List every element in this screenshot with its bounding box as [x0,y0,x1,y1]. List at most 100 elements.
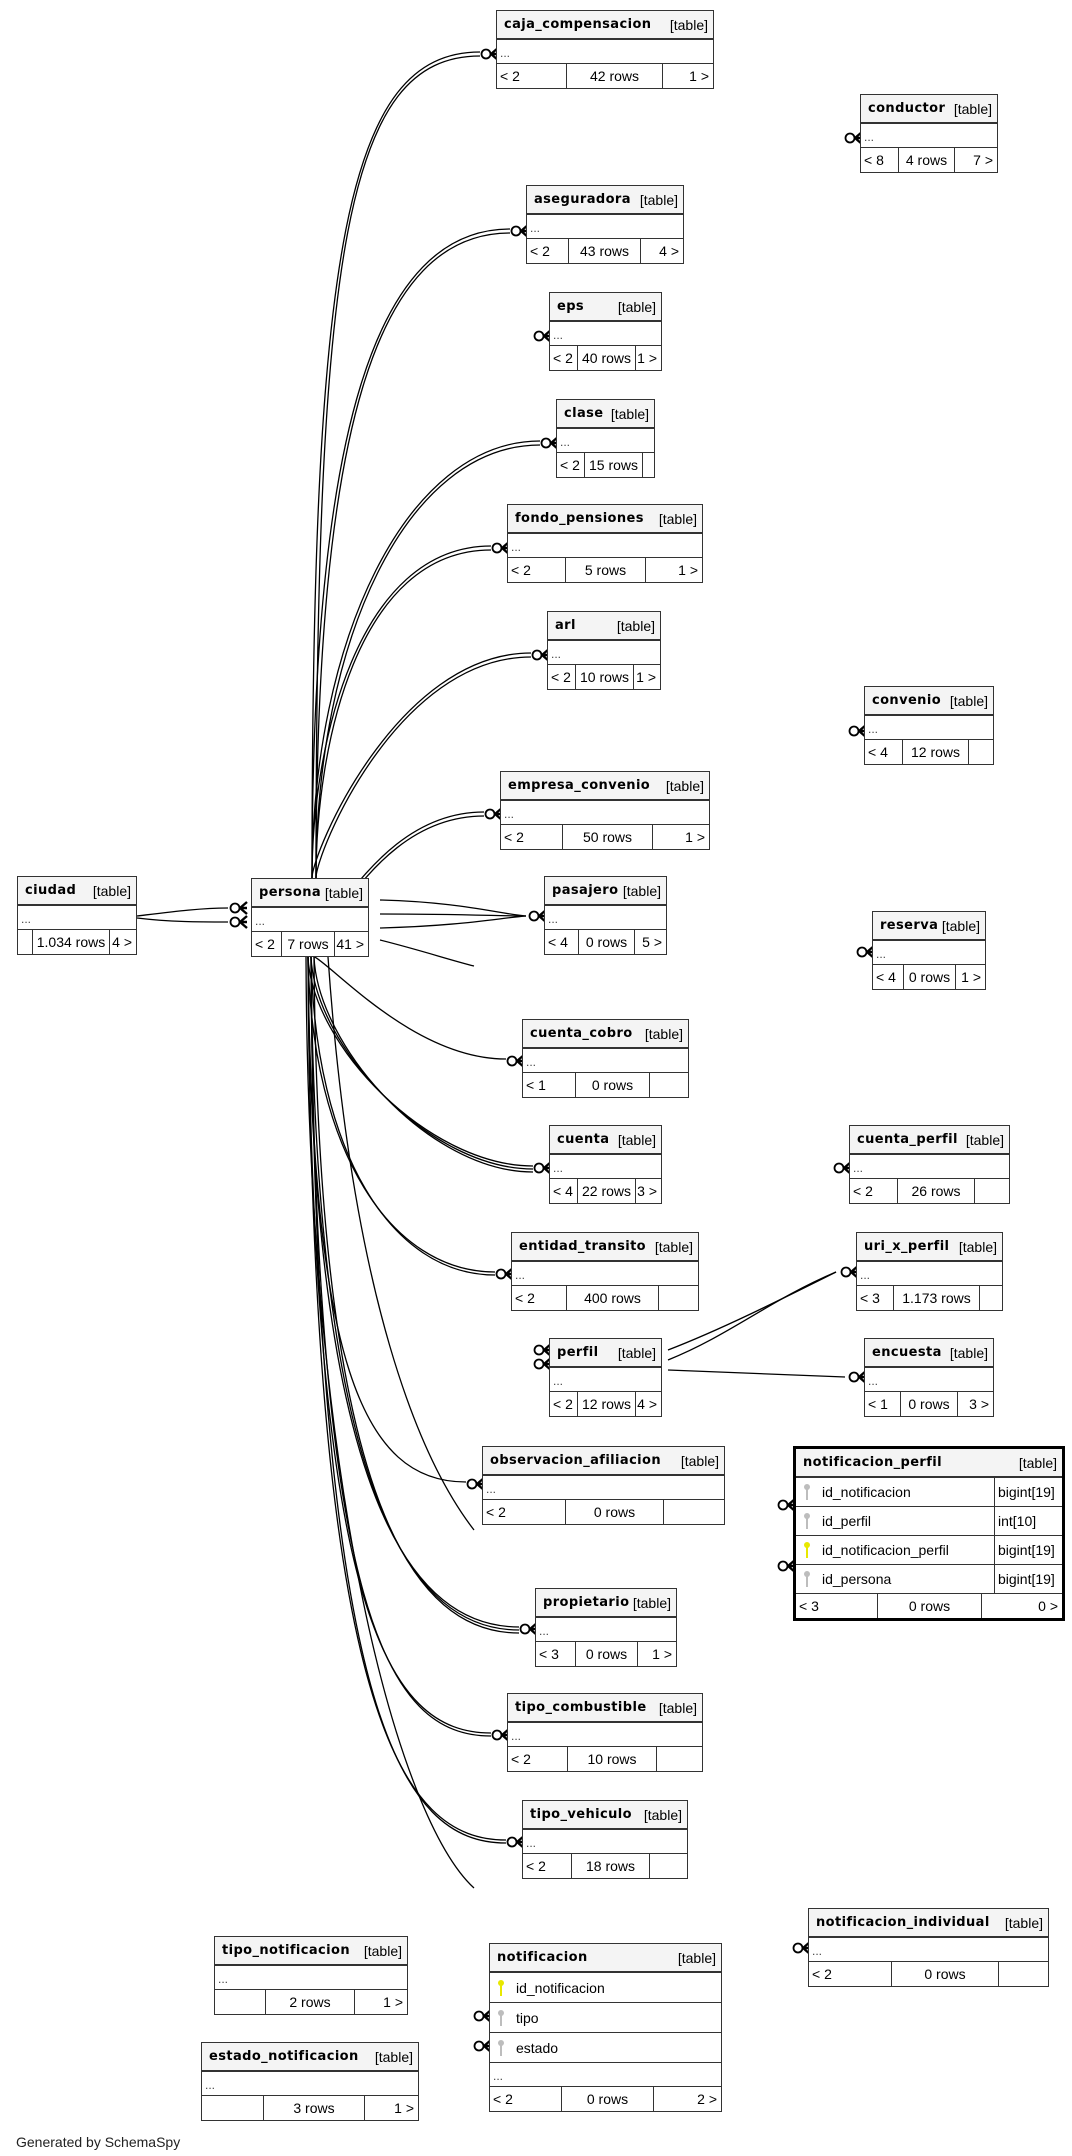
parents-link[interactable]: < 2 [252,932,282,956]
table-header[interactable]: fondo_pensiones[table] [508,505,702,534]
table-header[interactable]: ciudad[table] [18,877,136,906]
table-header[interactable]: uri_x_perfil[table] [857,1233,1002,1262]
children-link[interactable]: 0 > [1038,1598,1058,1614]
children-link[interactable]: 4 > [659,243,679,259]
parents-link[interactable]: < 2 [501,825,563,849]
table-header[interactable]: entidad_transito[table] [512,1233,698,1262]
table-name[interactable]: tipo_combustible [515,1700,647,1715]
table-name[interactable]: notificacion_individual [816,1915,990,1930]
children-link[interactable] [659,1286,698,1310]
table-header[interactable]: pasajero[table] [545,877,666,906]
parents-link[interactable]: < 2 [512,1286,567,1310]
table-name[interactable]: fondo_pensiones [515,511,644,526]
children-link[interactable]: 1 > [961,969,981,985]
column-row[interactable]: tipo [490,2003,721,2033]
children-link[interactable] [650,1854,687,1878]
parents-link[interactable]: < 8 [861,148,899,172]
children-link[interactable] [650,1073,688,1097]
parents-link[interactable] [215,1990,266,2014]
table-name[interactable]: encuesta [872,1345,942,1360]
table-header[interactable]: convenio[table] [865,687,993,716]
table-header[interactable]: cuenta_perfil[table] [850,1126,1009,1155]
table-header[interactable]: propietario[table] [536,1589,676,1618]
children-link[interactable]: 1 > [652,1646,672,1662]
children-link[interactable] [975,1179,1009,1203]
parents-link[interactable]: < 4 [873,965,904,989]
parents-link[interactable]: < 2 [550,346,578,370]
table-header[interactable]: notificacion_perfil [table] [796,1449,1062,1478]
table-name[interactable]: persona [259,885,322,900]
table-header[interactable]: perfil[table] [550,1339,661,1368]
table-name[interactable]: arl [555,618,576,633]
table-notificacion[interactable]: notificacion [table] id_notificacion tip… [489,1943,722,2112]
parents-link[interactable]: < 2 [809,1962,892,1986]
children-link[interactable]: 1 > [689,68,709,84]
children-link[interactable] [643,453,654,477]
column-row[interactable]: id_notificacion [490,1973,721,2003]
parents-link[interactable]: < 2 [497,64,567,88]
children-link[interactable]: 1 > [637,350,657,366]
table-name[interactable]: entidad_transito [519,1239,647,1254]
children-link[interactable]: 3 > [637,1183,657,1199]
parents-link[interactable]: < 4 [545,930,579,954]
parents-link[interactable]: < 2 [548,665,576,689]
table-header[interactable]: observacion_afiliacion[table] [483,1447,724,1476]
table-header[interactable]: arl[table] [548,612,660,641]
table-name[interactable]: conductor [868,101,946,116]
parents-link[interactable]: < 2 [557,453,585,477]
children-link[interactable]: 7 > [973,152,993,168]
column-row[interactable]: id_persona bigint[19] [796,1565,1062,1594]
children-link[interactable]: 2 > [697,2091,717,2107]
table-name[interactable]: empresa_convenio [508,778,651,793]
table-header[interactable]: empresa_convenio[table] [501,772,709,801]
parents-link[interactable]: < 3 [536,1642,576,1666]
parents-link[interactable]: < 2 [527,239,569,263]
table-header[interactable]: tipo_combustible[table] [508,1694,702,1723]
children-link[interactable]: 5 > [642,934,662,950]
table-header[interactable]: tipo_notificacion[table] [215,1937,407,1966]
parents-link[interactable]: < 3 [857,1286,894,1310]
parents-link[interactable]: < 2 [508,558,566,582]
table-header[interactable]: cuenta_cobro[table] [523,1020,688,1049]
column-row[interactable]: id_notificacion_perfil bigint[19] [796,1536,1062,1565]
table-name[interactable]: caja_compensacion [504,17,652,32]
table-header[interactable]: aseguradora[table] [527,186,683,215]
children-link[interactable]: 1 > [678,562,698,578]
parents-link[interactable] [202,2096,264,2120]
table-name[interactable]: notificacion_perfil [803,1455,942,1470]
table-header[interactable]: tipo_vehiculo[table] [523,1801,687,1830]
parents-link[interactable]: < 2 [483,1500,566,1524]
parents-link[interactable]: < 2 [508,1747,568,1771]
table-header[interactable]: conductor[table] [861,95,997,124]
table-name[interactable]: convenio [872,693,942,708]
table-name[interactable]: estado_notificacion [209,2049,359,2064]
table-header[interactable]: notificacion [table] [490,1944,721,1973]
table-name[interactable]: observacion_afiliacion [490,1453,662,1468]
column-row[interactable]: id_notificacion bigint[19] [796,1478,1062,1507]
children-link[interactable] [999,1962,1048,1986]
table-name[interactable]: cuenta_perfil [857,1132,958,1147]
children-link[interactable]: 1 > [685,829,705,845]
parents-link[interactable] [18,930,33,954]
children-link[interactable]: 41 > [336,936,364,952]
table-name[interactable]: tipo_notificacion [222,1943,351,1958]
table-header[interactable]: eps[table] [550,293,661,322]
parents-link[interactable]: < 4 [865,740,903,764]
table-header[interactable]: encuesta[table] [865,1339,993,1368]
